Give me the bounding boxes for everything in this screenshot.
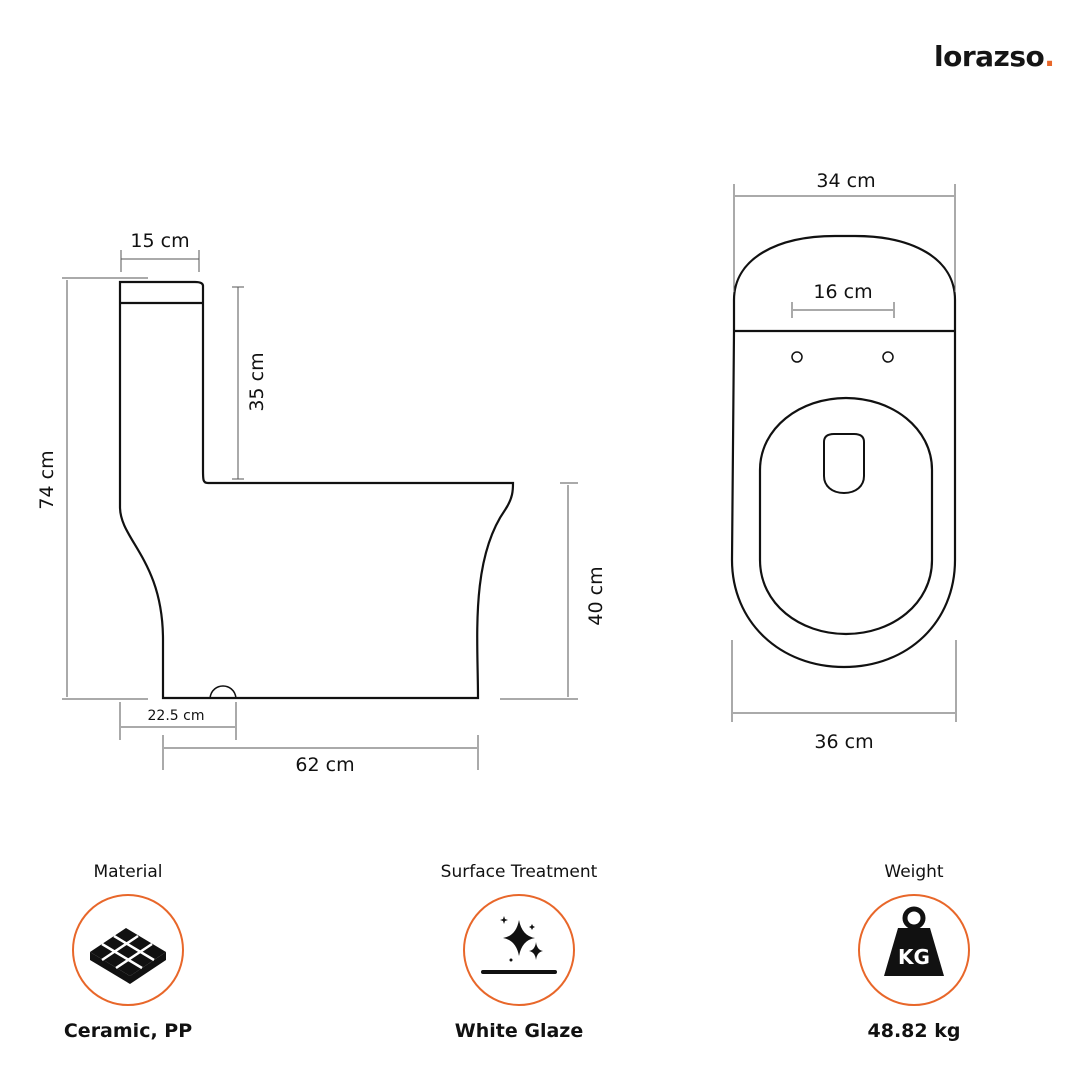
spec-material-label: Material (93, 862, 163, 882)
dim-tank-height: 35 cm (232, 286, 268, 480)
dim-tank-width-label: 15 cm (130, 230, 189, 252)
dim-hole-spacing-label: 16 cm (813, 281, 872, 303)
spec-material: Material Ceramic, PP (8, 860, 248, 1042)
spec-weight-label: Weight (884, 862, 944, 882)
spec-material-value: Ceramic, PP (63, 1020, 193, 1042)
kettlebell-kg-text: KG (898, 945, 930, 969)
side-view: 15 cm 74 cm 35 cm 40 cm 22.5 (36, 230, 607, 776)
spec-weight-value: 48.82 kg (867, 1020, 961, 1042)
dim-hole-spacing: 16 cm (791, 281, 895, 318)
brand-logo: lorazso. (934, 40, 1055, 73)
sparkle-icon (481, 916, 557, 974)
dim-bottom-width-label: 36 cm (814, 731, 873, 753)
spec-surface: Surface Treatment White Glaze (399, 860, 639, 1042)
dim-outlet-distance: 22.5 cm (119, 702, 237, 740)
spec-surface-label: Surface Treatment (440, 862, 598, 882)
mounting-hole-right (882, 351, 894, 363)
dim-total-length: 62 cm (162, 735, 479, 776)
top-view: 34 cm 16 cm 36 cm (730, 170, 957, 753)
spec-weight-circle: KG (858, 894, 970, 1006)
dim-bottom-width: 36 cm (731, 640, 957, 753)
dim-total-length-label: 62 cm (295, 754, 354, 776)
toilet-bowl-opening (758, 396, 934, 636)
dim-outlet-distance-label: 22.5 cm (148, 708, 205, 724)
spec-surface-circle (463, 894, 575, 1006)
dim-top-width: 34 cm (733, 170, 956, 292)
outlet-arc (209, 685, 237, 699)
spec-surface-value: White Glaze (454, 1020, 584, 1042)
toilet-top-outline (730, 234, 957, 669)
dim-tank-width: 15 cm (120, 230, 200, 272)
drain-hole (823, 433, 865, 495)
spec-weight: Weight KG 48.82 kg (794, 860, 1034, 1042)
logo-dot: . (1044, 40, 1055, 73)
toilet-side-outline (118, 280, 515, 700)
tiles-icon (90, 928, 166, 984)
dim-seat-height-label: 40 cm (585, 566, 607, 625)
mounting-hole-left (791, 351, 803, 363)
spec-material-circle (72, 894, 184, 1006)
dim-seat-height: 40 cm (500, 482, 607, 700)
dim-total-height-label: 74 cm (36, 450, 58, 509)
dim-tank-height-label: 35 cm (246, 352, 268, 411)
dim-top-width-label: 34 cm (816, 170, 875, 192)
kettlebell-icon: KG (884, 906, 944, 976)
logo-text: lorazso (934, 40, 1045, 73)
dim-total-height: 74 cm (36, 277, 148, 700)
